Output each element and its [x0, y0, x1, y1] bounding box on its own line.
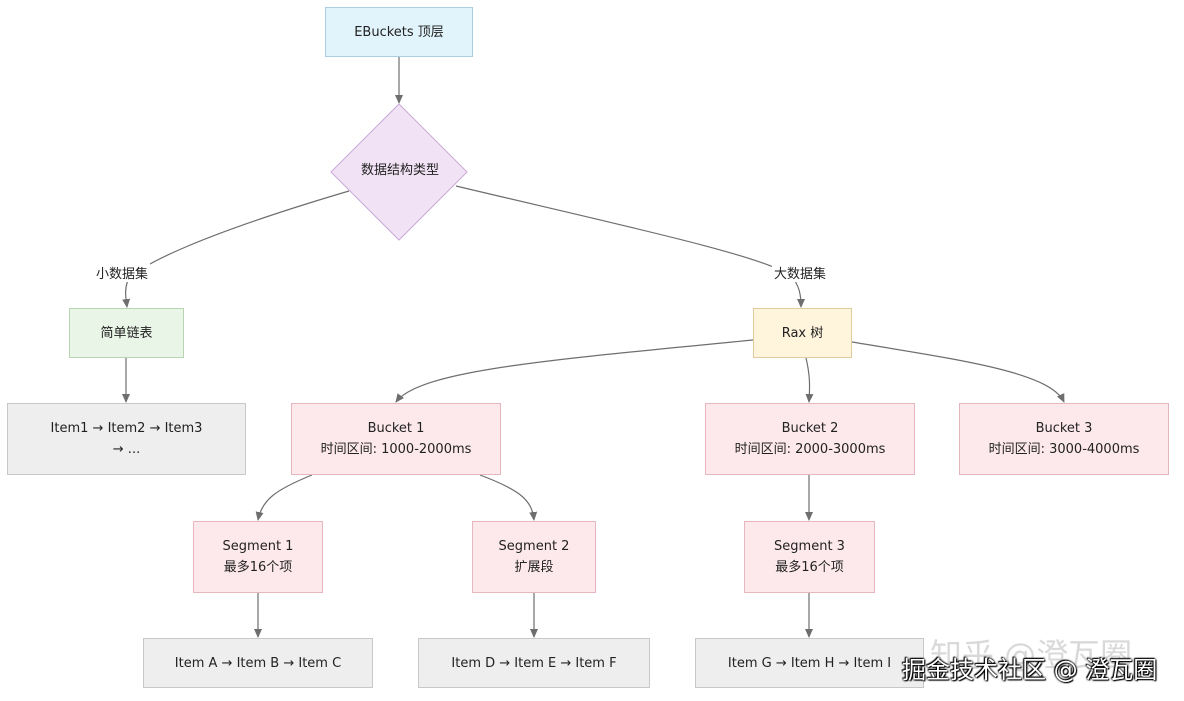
node-simple-list: 简单链表 [69, 308, 184, 358]
segment-1-desc: 最多16个项 [223, 560, 293, 575]
decision-diamond [330, 103, 468, 241]
bucket-2-title: Bucket 2 [781, 421, 839, 436]
edge-label-large-dataset: 大数据集 [772, 263, 829, 282]
segment-3-desc: 最多16个项 [775, 560, 844, 575]
list-items-line2: → ... [112, 442, 141, 457]
segment-2-desc: 扩展段 [514, 560, 554, 575]
edge-rax-to-bucket2 [805, 357, 814, 403]
bucket-1-range: 时间区间: 1000-2000ms [320, 442, 472, 457]
juejin-watermark: 掘金技术社区 @ 澄瓦圈 [902, 656, 1158, 684]
zhihu-watermark: 知乎 @澄瓦圈 [930, 636, 1133, 674]
node-simple-list-label: 简单链表 [100, 325, 153, 341]
node-ebuckets-top: EBuckets 顶层 [325, 7, 473, 57]
node-bucket-2: Bucket 2 时间区间: 2000-3000ms [705, 403, 915, 475]
list-items-line1: Item1 → Item2 → Item3 [50, 421, 203, 436]
node-items-def: Item D → Item E → Item F [418, 638, 650, 688]
node-rax-tree-label: Rax 树 [781, 325, 824, 341]
segment-3-title: Segment 3 [774, 539, 845, 554]
node-ebuckets-top-label: EBuckets 顶层 [354, 24, 444, 40]
bucket-1-title: Bucket 1 [367, 421, 425, 436]
edge-bucket1-to-seg1 [255, 474, 313, 521]
node-items-abc: Item A → Item B → Item C [143, 638, 373, 688]
edge-label-small-dataset: 小数据集 [94, 263, 151, 282]
node-items-ghi: Item G → Item H → Item I [695, 638, 924, 688]
edge-decision-to-list [122, 190, 350, 308]
decision-label: 数据结构类型 [360, 163, 439, 178]
items-ghi-label: Item G → Item H → Item I [727, 655, 892, 671]
node-bucket-1: Bucket 1 时间区间: 1000-2000ms [291, 403, 501, 475]
node-list-items: Item1 → Item2 → Item3 → ... [7, 403, 246, 475]
edge-decision-to-rax [455, 185, 805, 308]
edge-rax-to-bucket1 [395, 339, 754, 403]
node-rax-tree: Rax 树 [753, 308, 852, 358]
items-abc-label: Item A → Item B → Item C [174, 655, 342, 671]
node-segment-1: Segment 1 最多16个项 [193, 521, 323, 593]
segment-2-title: Segment 2 [498, 539, 570, 554]
edge-rax-to-bucket3 [851, 341, 1065, 403]
node-segment-3: Segment 3 最多16个项 [744, 521, 875, 593]
items-def-label: Item D → Item E → Item F [451, 655, 617, 671]
bucket-3-range: 时间区间: 3000-4000ms [988, 442, 1140, 457]
segment-1-title: Segment 1 [222, 539, 294, 554]
edge-bucket1-to-seg2 [479, 474, 538, 521]
node-bucket-3: Bucket 3 时间区间: 3000-4000ms [959, 403, 1169, 475]
bucket-2-range: 时间区间: 2000-3000ms [734, 442, 886, 457]
bucket-3-title: Bucket 3 [1035, 421, 1093, 436]
node-segment-2: Segment 2 扩展段 [472, 521, 596, 593]
